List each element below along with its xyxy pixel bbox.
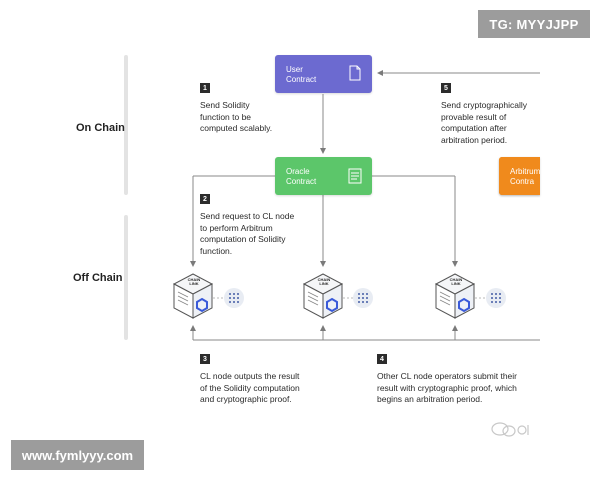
off-chain-rail	[124, 215, 128, 340]
telegram-watermark: TG: MYYJJPP	[478, 10, 590, 38]
step-3-text: CL node outputs the result of the Solidi…	[200, 371, 300, 404]
step-2-text: Send request to CL node to perform Arbit…	[200, 211, 295, 256]
oracle-contract-box: Oracle Contract	[275, 157, 372, 195]
step-3-badge: 3	[200, 354, 210, 364]
chainlink-node-label: CHAIN LINK	[187, 277, 201, 286]
document-icon	[349, 65, 361, 81]
on-chain-rail	[124, 55, 128, 195]
off-chain-label: Off Chain	[73, 272, 123, 284]
wechat-watermark-icon	[491, 422, 529, 437]
chainlink-node-icon	[172, 273, 214, 319]
user-contract-box: User Contract	[275, 55, 372, 93]
step-1-badge: 1	[200, 83, 210, 93]
chainlink-node-label: CHAIN LINK	[317, 277, 331, 286]
document-icon	[348, 168, 362, 184]
oracle-contract-subtitle: Contract	[286, 177, 317, 186]
step-5-text: Send cryptographically provable result o…	[441, 100, 527, 145]
step-2-badge: 2	[200, 194, 210, 204]
oracle-contract-title: Oracle	[286, 167, 310, 176]
step-5-badge: 5	[441, 83, 451, 93]
chainlink-node-2: CHAIN LINK	[302, 272, 344, 320]
chainlink-node-icon	[434, 273, 476, 319]
grid-icon	[224, 288, 244, 308]
chainlink-node-icon	[302, 273, 344, 319]
arbitrum-contract-visible: Arbitrum Contra	[499, 157, 540, 195]
on-chain-label: On Chain	[76, 122, 125, 134]
chainlink-node-label: CHAIN LINK	[449, 277, 463, 286]
grid-icon	[486, 288, 506, 308]
chainlink-node-1: CHAIN LINK	[172, 272, 214, 320]
step-4-text: Other CL node operators submit their res…	[377, 371, 518, 404]
website-watermark: www.fymlyyy.com	[11, 440, 144, 470]
user-contract-subtitle: Contract	[286, 75, 317, 84]
chainlink-node-3: CHAIN LINK	[434, 272, 476, 320]
step-1-text: Send Solidity function to be computed sc…	[200, 100, 273, 133]
right-edge-mask	[540, 40, 600, 440]
user-contract-title: User	[286, 65, 303, 74]
step-4-badge: 4	[377, 354, 387, 364]
grid-icon	[353, 288, 373, 308]
